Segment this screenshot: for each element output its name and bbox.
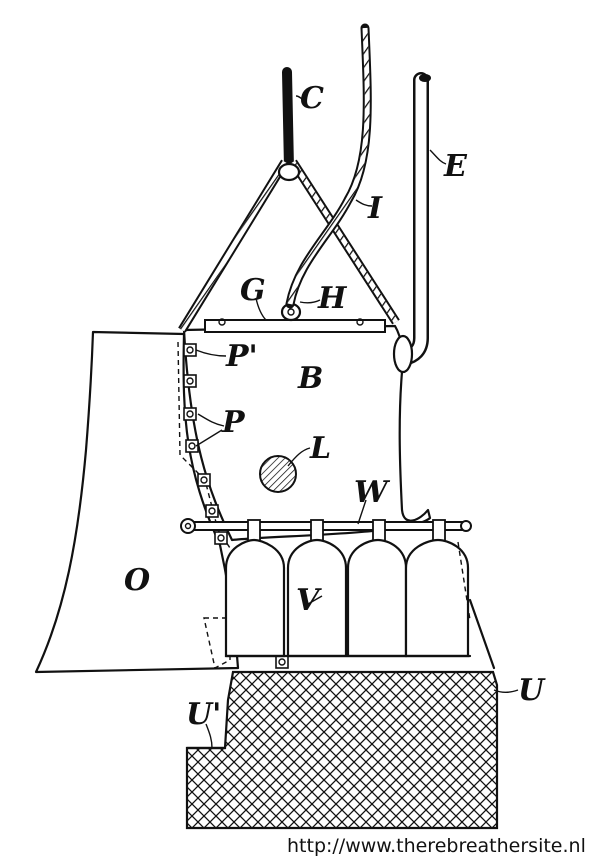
cylinder	[404, 519, 470, 658]
label-p-prime: P'	[225, 339, 258, 374]
plate-bolt-left	[218, 318, 226, 326]
label-e: E	[443, 149, 468, 184]
base-block-u	[185, 670, 499, 830]
plate-bolt-right	[356, 318, 364, 326]
cylinder-ghost-outline	[203, 617, 231, 670]
cylinder	[286, 519, 348, 658]
label-h: H	[317, 281, 348, 316]
sling-loop	[277, 162, 301, 182]
bar-w	[185, 521, 471, 531]
label-u: U	[518, 673, 546, 708]
bag-body-b	[182, 324, 432, 542]
tube-coupling	[392, 334, 414, 374]
label-v: V	[296, 583, 322, 618]
label-l: L	[309, 431, 331, 466]
cylinder	[346, 519, 408, 658]
weight-apron-o	[34, 330, 240, 674]
label-o: O	[124, 563, 150, 598]
leader-lines	[195, 95, 519, 749]
label-w: W	[354, 475, 391, 510]
label-c: C	[300, 81, 324, 116]
bar-w-end-left	[180, 518, 196, 534]
label-p: P	[221, 405, 246, 440]
label-g: G	[240, 273, 266, 308]
lifting-eye-hole	[287, 308, 295, 316]
tube-e-top	[419, 74, 431, 82]
cylinder	[224, 519, 286, 658]
label-b: B	[297, 361, 323, 396]
label-i: I	[367, 191, 383, 226]
label-u-prime: U'	[186, 697, 221, 732]
window-l	[259, 455, 297, 493]
cylinders-v	[224, 519, 472, 658]
source-credit: http://www.therebreathersite.nl	[287, 835, 586, 857]
top-plate-g	[204, 319, 386, 333]
cylinder-frame	[468, 598, 496, 670]
bar-w-end-right	[460, 520, 472, 532]
